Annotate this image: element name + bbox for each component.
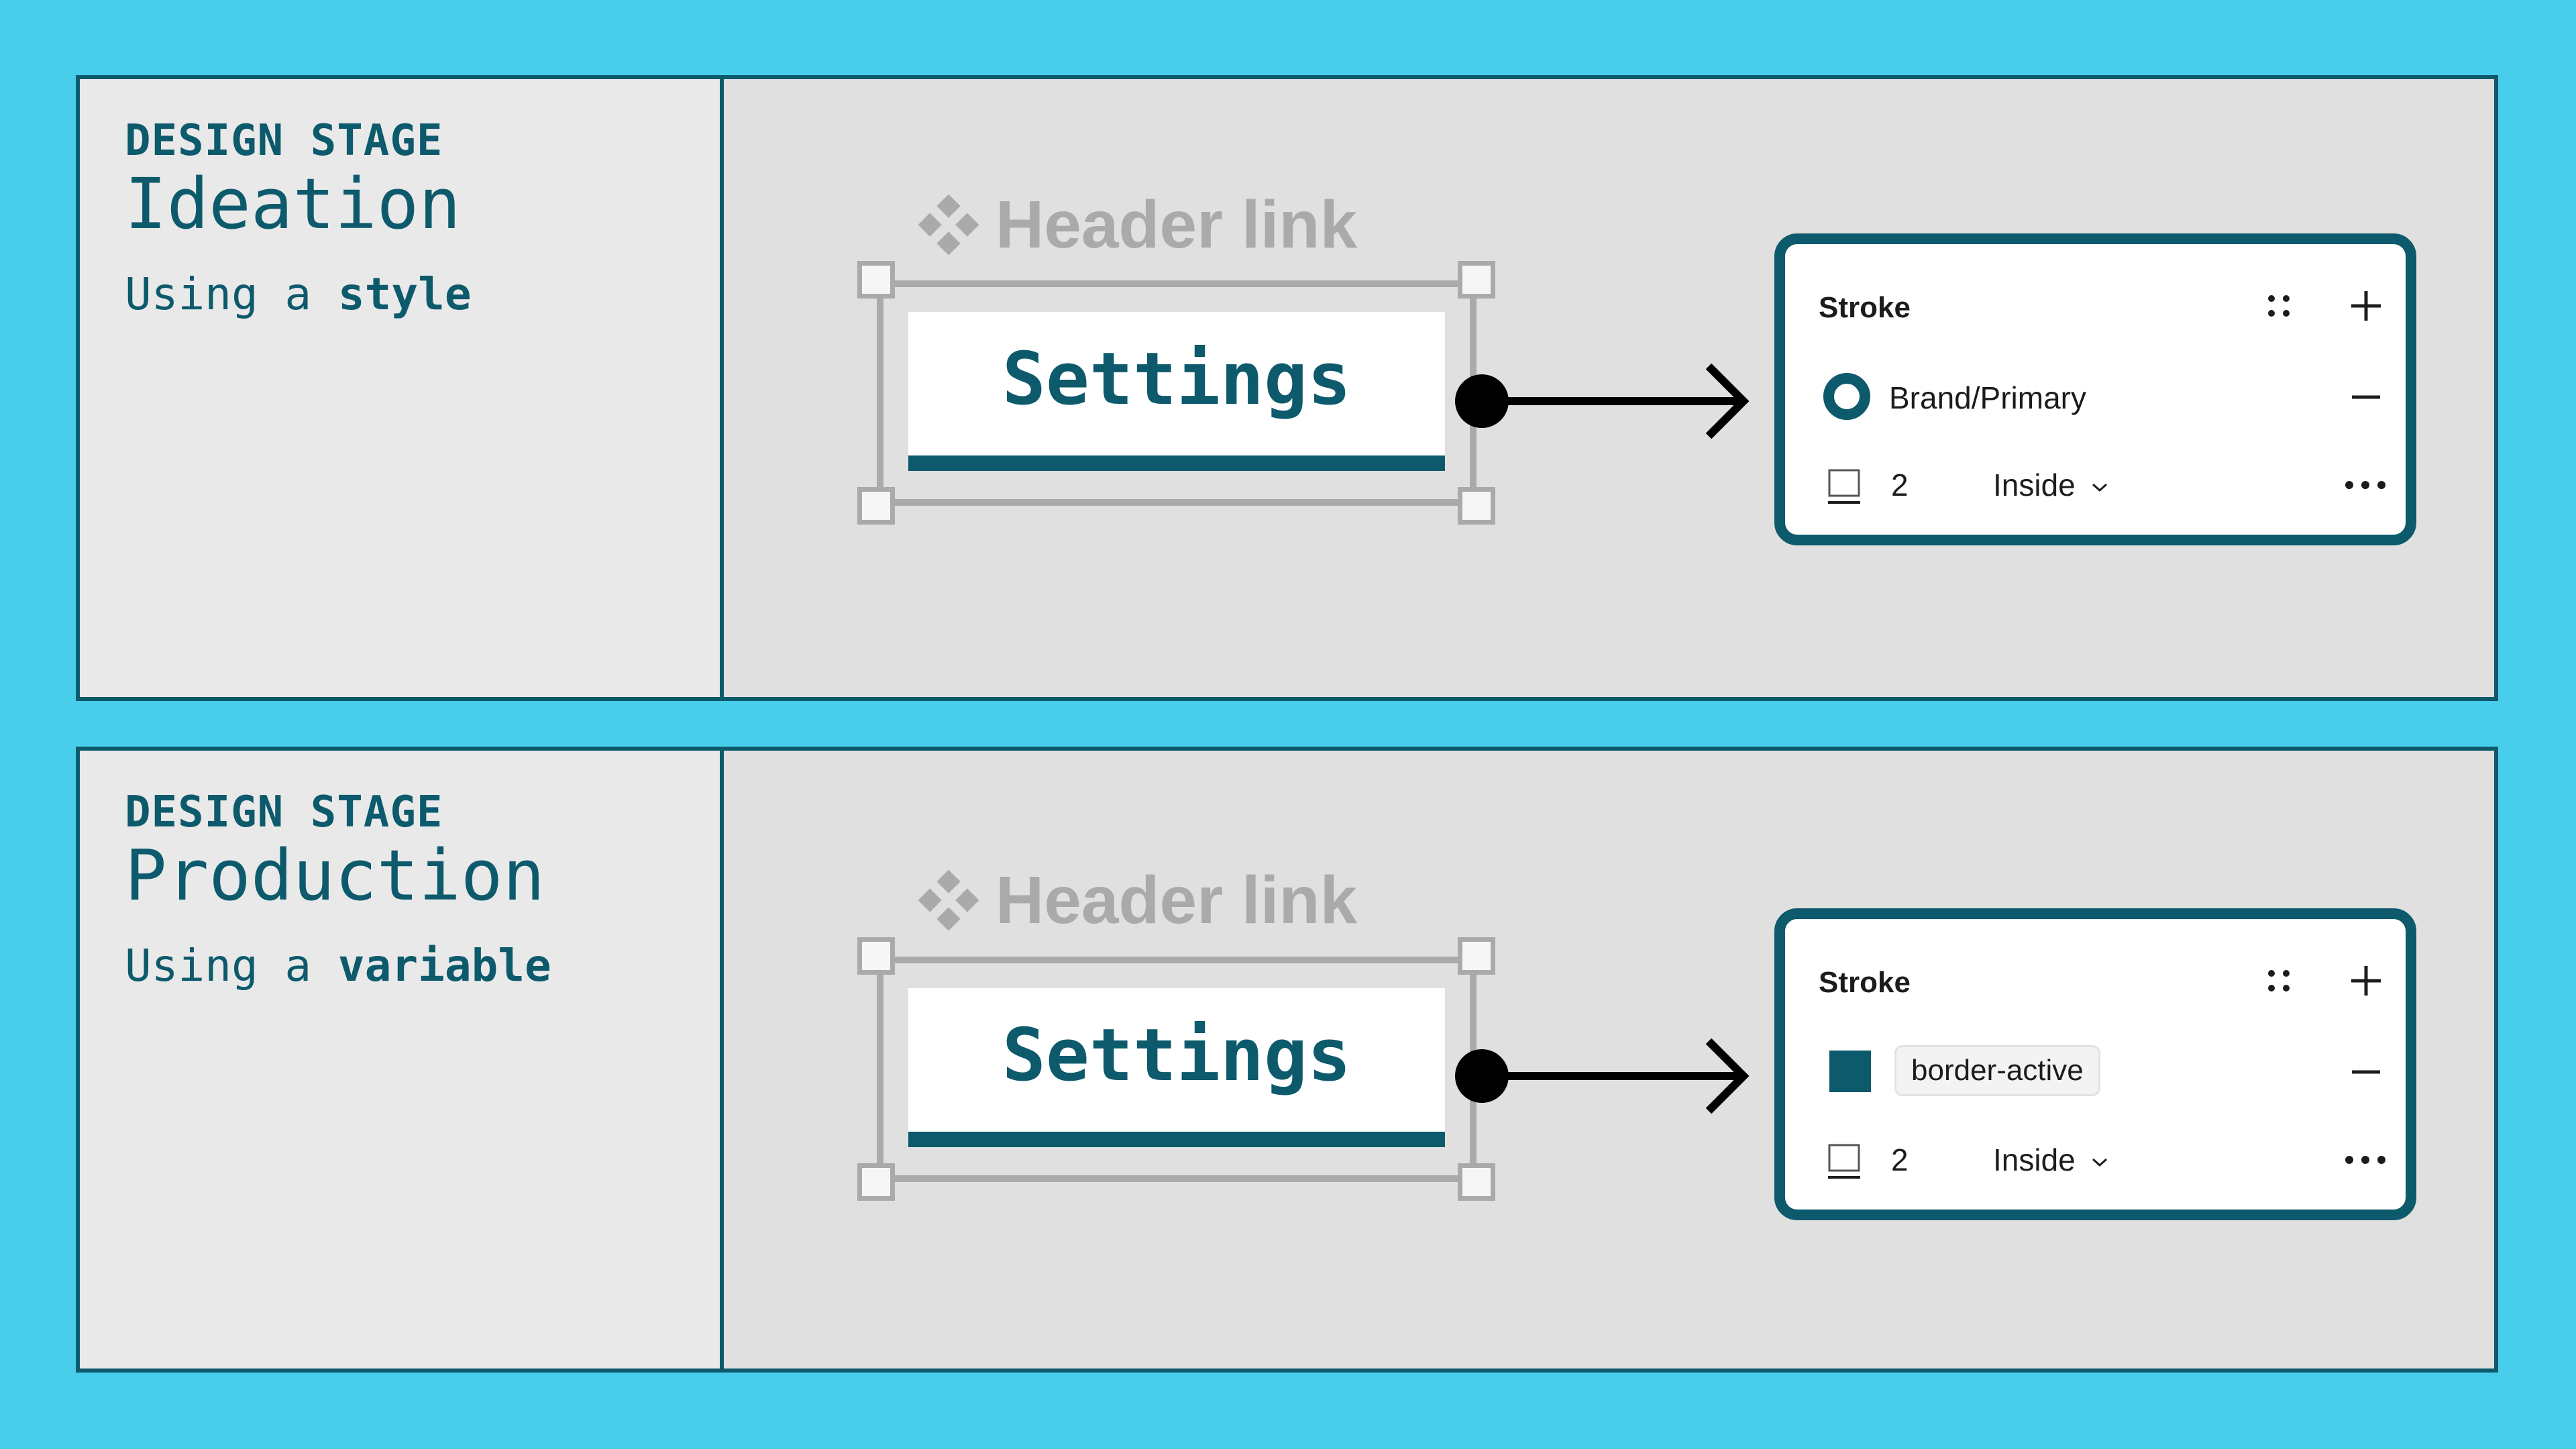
- settings-button-label: Settings: [1002, 337, 1352, 421]
- stage-sidebar: DESIGN STAGE Production Using a variable: [80, 751, 724, 1368]
- stroke-weight-value[interactable]: 2: [1891, 468, 1909, 502]
- stroke-weight-icon: [1828, 1144, 1860, 1179]
- resize-handle-bottom-left[interactable]: [857, 1163, 895, 1201]
- description-keyword: variable: [337, 940, 551, 991]
- stroke-panel-title: Stroke: [1819, 966, 1911, 999]
- design-canvas: Header link Settings Stroke: [724, 79, 2494, 697]
- component-name: Header link: [996, 186, 1358, 262]
- stroke-position-value: Inside: [1993, 468, 2076, 502]
- chevron-down-icon: [2092, 483, 2107, 492]
- style-ring-icon[interactable]: [1822, 372, 1872, 421]
- component-header: Header link: [916, 862, 1358, 938]
- styles-grid-icon[interactable]: [2264, 966, 2294, 996]
- stage-eyebrow: DESIGN STAGE: [125, 788, 443, 837]
- stroke-properties-panel: Stroke Brand/Primary 2 Inside: [1774, 233, 2416, 545]
- stroke-position-dropdown[interactable]: Inside: [1993, 467, 2110, 503]
- remove-stroke-icon[interactable]: [2351, 385, 2381, 409]
- stroke-panel-title: Stroke: [1819, 291, 1911, 324]
- chevron-down-icon: [2092, 1158, 2107, 1167]
- stroke-weight-value[interactable]: 2: [1891, 1142, 1909, 1177]
- more-options-icon[interactable]: [2343, 1150, 2387, 1170]
- settings-button[interactable]: Settings: [908, 988, 1445, 1147]
- stage-eyebrow: DESIGN STAGE: [125, 116, 443, 166]
- stroke-weight-icon: [1828, 469, 1860, 504]
- component-icon: [918, 194, 979, 256]
- add-stroke-icon[interactable]: [2349, 288, 2383, 323]
- resize-handle-bottom-right[interactable]: [1458, 487, 1495, 525]
- ideation-panel: DESIGN STAGE Ideation Using a style Head…: [76, 75, 2498, 701]
- color-swatch[interactable]: [1829, 1051, 1871, 1092]
- button-stroke-bottom: [908, 1132, 1445, 1147]
- stroke-position-value: Inside: [1993, 1142, 2076, 1177]
- resize-handle-bottom-left[interactable]: [857, 487, 895, 525]
- component-name: Header link: [996, 862, 1358, 938]
- component-icon: [918, 869, 979, 931]
- remove-stroke-icon[interactable]: [2351, 1060, 2381, 1084]
- variable-chip[interactable]: border-active: [1894, 1045, 2100, 1096]
- stage-description: Using a variable: [125, 940, 551, 991]
- stage-description: Using a style: [125, 268, 472, 320]
- stroke-properties-panel: Stroke border-active 2 Inside: [1774, 908, 2416, 1220]
- stroke-position-dropdown[interactable]: Inside: [1993, 1142, 2110, 1178]
- design-canvas: Header link Settings Stroke: [724, 751, 2494, 1368]
- stage-title: Production: [125, 835, 545, 916]
- resize-handle-top-right[interactable]: [1458, 937, 1495, 975]
- stroke-style-name[interactable]: Brand/Primary: [1889, 380, 2086, 415]
- more-options-icon[interactable]: [2343, 475, 2387, 495]
- button-stroke-bottom: [908, 455, 1445, 471]
- stroke-connector-arrow: [1455, 363, 1750, 439]
- resize-handle-top-left[interactable]: [857, 261, 895, 299]
- settings-button[interactable]: Settings: [908, 312, 1445, 471]
- resize-handle-bottom-right[interactable]: [1458, 1163, 1495, 1201]
- resize-handle-top-left[interactable]: [857, 937, 895, 975]
- add-stroke-icon[interactable]: [2349, 963, 2383, 998]
- stroke-connector-arrow: [1455, 1038, 1750, 1114]
- production-panel: DESIGN STAGE Production Using a variable…: [76, 747, 2498, 1373]
- stage-title: Ideation: [125, 163, 461, 245]
- description-keyword: style: [337, 268, 472, 320]
- settings-button-label: Settings: [1002, 1013, 1352, 1097]
- stage-sidebar: DESIGN STAGE Ideation Using a style: [80, 79, 724, 697]
- resize-handle-top-right[interactable]: [1458, 261, 1495, 299]
- styles-grid-icon[interactable]: [2264, 291, 2294, 321]
- component-header: Header link: [916, 186, 1358, 262]
- description-prefix: Using a: [125, 268, 338, 320]
- description-prefix: Using a: [125, 940, 338, 991]
